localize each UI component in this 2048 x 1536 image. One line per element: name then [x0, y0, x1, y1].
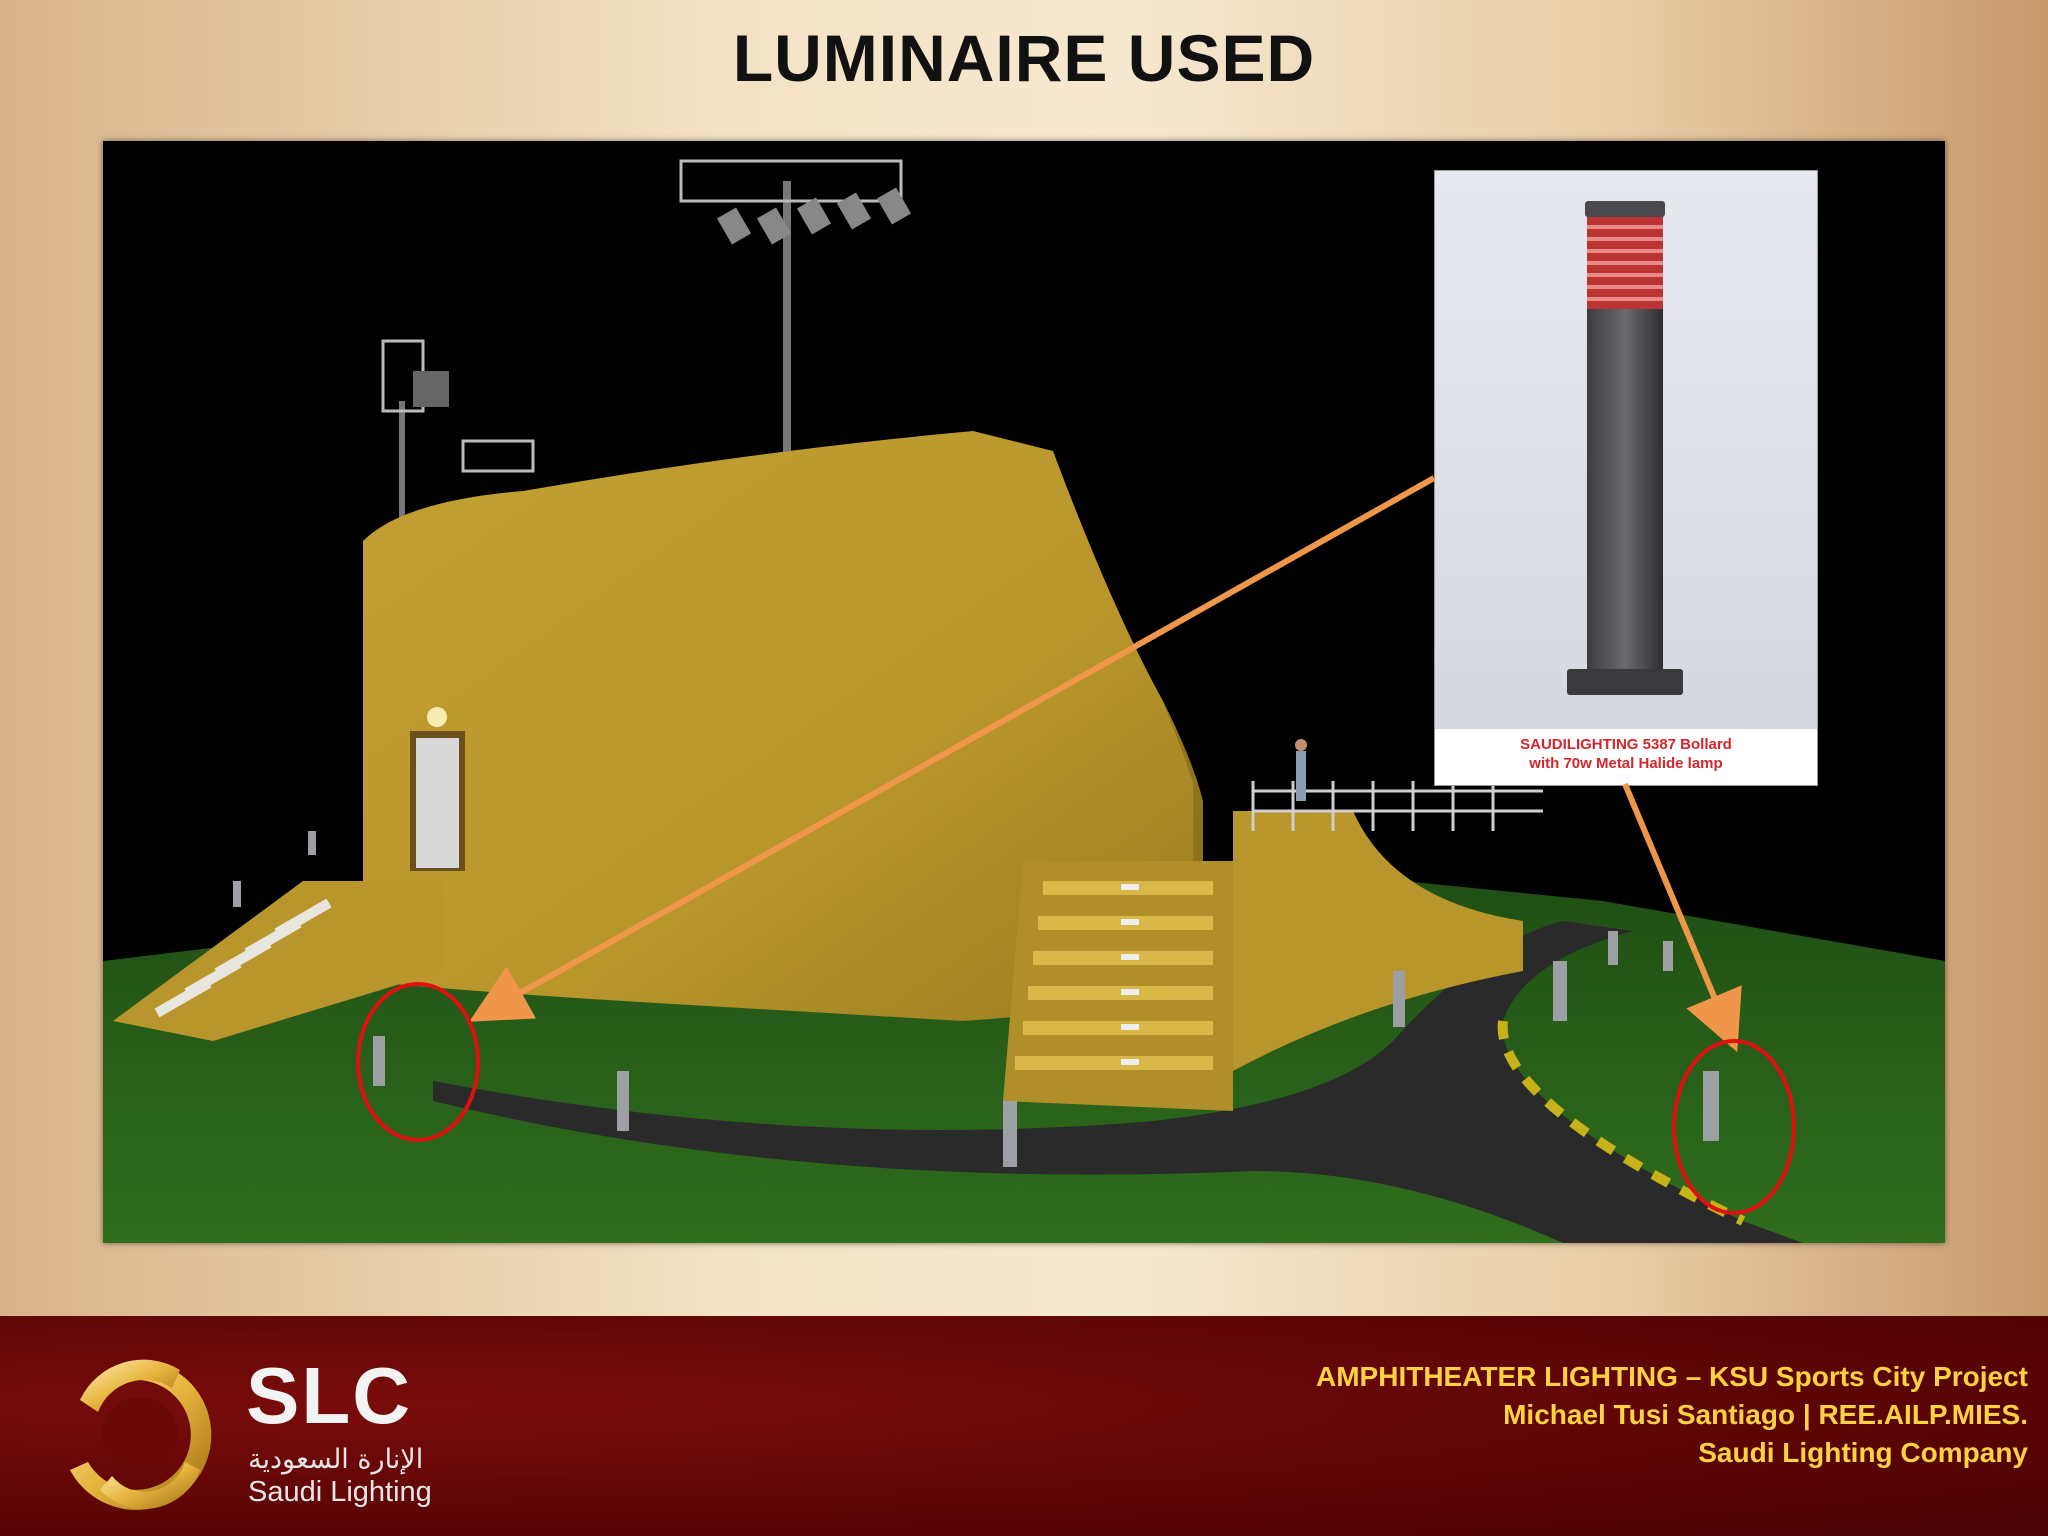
brand-arabic-name: الإنارة السعودية: [248, 1444, 424, 1475]
footer-company-line: Saudi Lighting Company: [1698, 1437, 2028, 1468]
caption-line-2: with 70w Metal Halide lamp: [1529, 755, 1723, 772]
bollard-caption: SAUDILIGHTING 5387 Bollard with 70w Meta…: [1435, 729, 1817, 785]
brand-code: SLC: [246, 1351, 412, 1440]
caption-line-1: SAUDILIGHTING 5387 Bollard: [1520, 736, 1732, 753]
brand-name: Saudi Lighting: [248, 1476, 432, 1508]
footer-project-line: AMPHITHEATER LIGHTING – KSU Sports City …: [1316, 1361, 2028, 1392]
slc-sun-logo-icon: [70, 1359, 212, 1510]
footer-bar: SLC الإنارة السعودية Saudi Lighting AMPH…: [0, 1316, 2048, 1536]
footer-credits: AMPHITHEATER LIGHTING – KSU Sports City …: [1316, 1358, 2028, 1472]
footer-author-line: Michael Tusi Santiago | REE.AILP.MIES.: [1503, 1399, 2028, 1430]
slide-title: LUMINAIRE USED: [732, 21, 1316, 95]
bollard-luminaire-icon: [1567, 201, 1683, 695]
bollard-product-image: SAUDILIGHTING 5387 Bollard with 70w Meta…: [1434, 170, 1818, 786]
